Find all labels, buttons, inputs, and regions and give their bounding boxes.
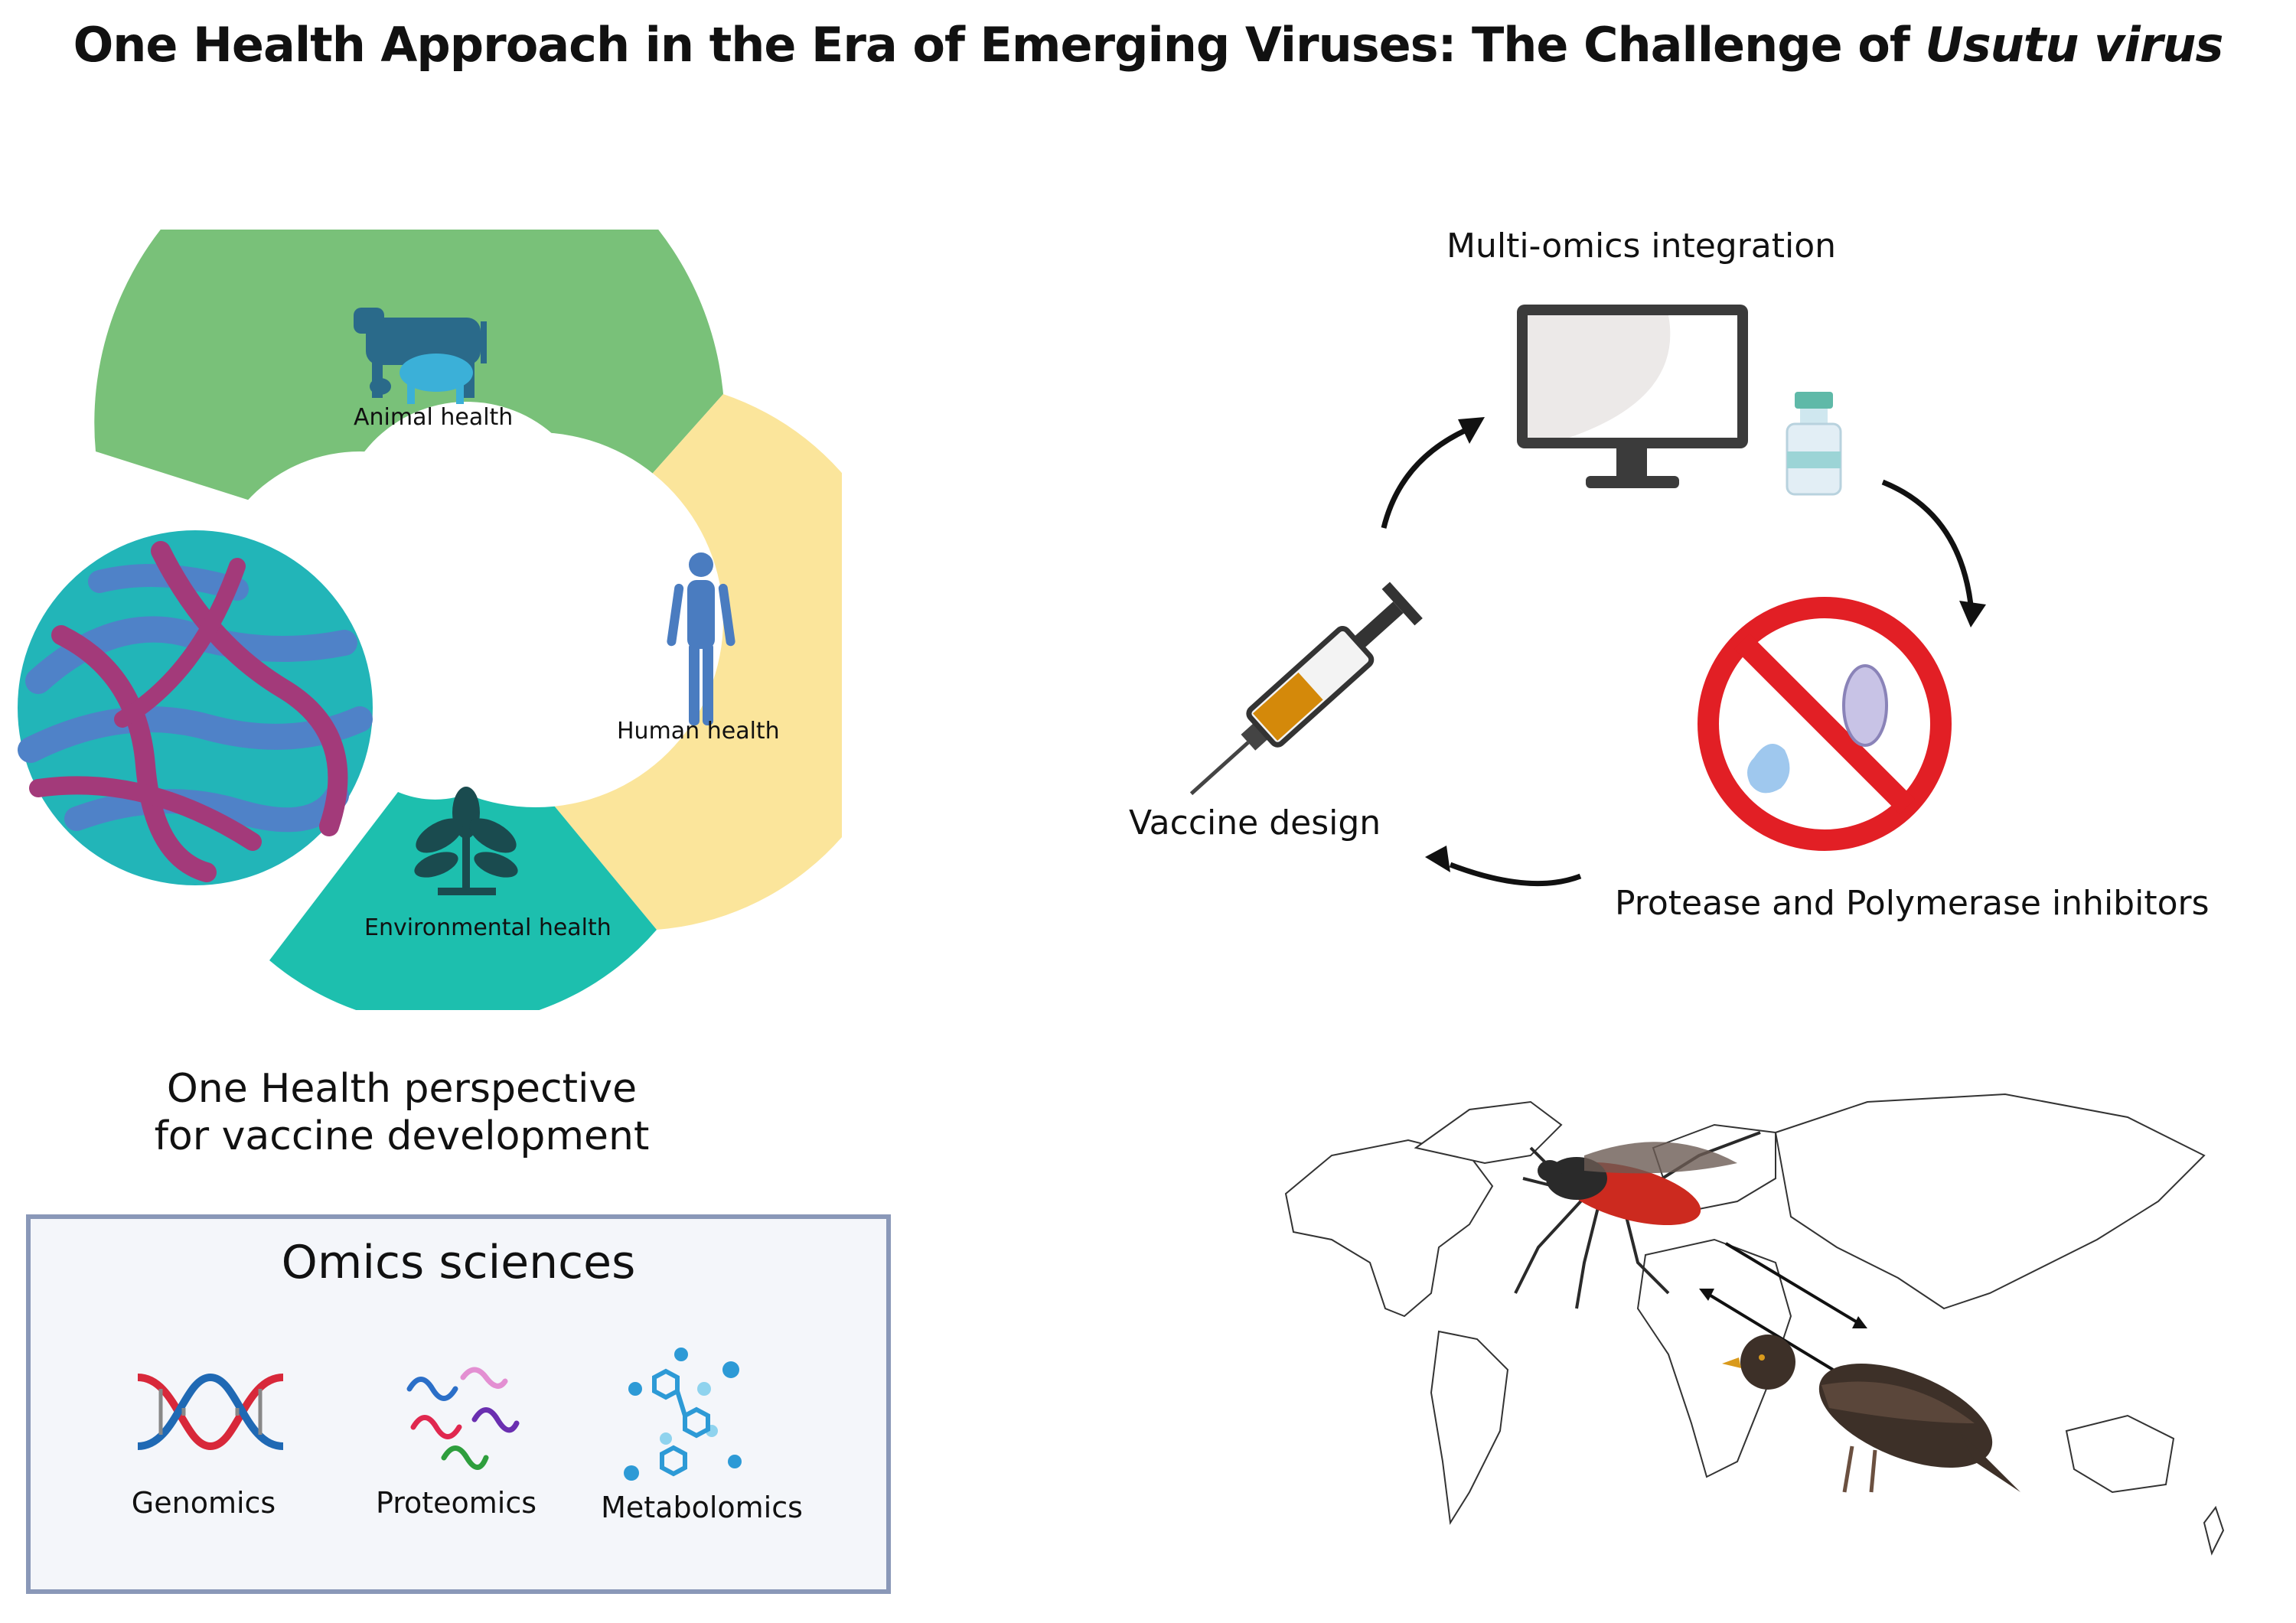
blackbird-icon [1722, 1335, 2020, 1493]
metabolite-icon [624, 1348, 742, 1481]
animal-health-label: Animal health [354, 404, 514, 431]
computer-monitor-icon [1517, 305, 1748, 488]
cycle-arrows [1381, 425, 1974, 887]
perspective-line-2: for vaccine development [154, 1113, 650, 1159]
proteomics-label: Proteomics [375, 1486, 537, 1520]
migration-arrows [1705, 1242, 1861, 1371]
world-map [1284, 1093, 2225, 1556]
omics-sciences-title: Omics sciences [281, 1236, 636, 1289]
multi-omics-label: Multi-omics integration [1446, 227, 1837, 266]
mosquito-icon [1514, 1131, 1761, 1309]
human-icon [667, 552, 735, 725]
title-text: One Health Approach in the Era of Emergi… [73, 17, 1926, 73]
virus-particle-icon [18, 530, 373, 885]
greenland-outline [1414, 1100, 1563, 1165]
genomics-label: Genomics [131, 1486, 276, 1520]
environmental-health-label: Environmental health [364, 914, 612, 941]
one-health-perspective-text: One Health perspective for vaccine devel… [138, 1065, 666, 1160]
metabolomics-label: Metabolomics [601, 1491, 803, 1524]
page-title: One Health Approach in the Era of Emergi… [0, 17, 2296, 73]
vial-icon [1786, 392, 1842, 496]
cycle-diagram [1189, 305, 1986, 887]
africa-outline [1636, 1238, 1792, 1478]
inhibitors-label: Protease and Polymerase inhibitors [1615, 884, 2210, 923]
dna-icon [138, 1373, 283, 1451]
perspective-line-1: One Health perspective [166, 1066, 638, 1112]
one-health-ring [94, 230, 842, 1010]
plant-icon [414, 787, 518, 895]
vaccine-design-label: Vaccine design [1129, 803, 1381, 842]
title-italic-text: Usutu virus [1925, 17, 2223, 73]
syringe-icon [1189, 582, 1423, 796]
new-zealand-outline [2203, 1505, 2225, 1556]
north-america-outline [1284, 1139, 1494, 1318]
human-health-label: Human health [617, 718, 780, 745]
south-america-outline [1430, 1330, 1509, 1525]
prohibition-sign-icon [1698, 597, 1952, 851]
australia-outline [2065, 1414, 2175, 1494]
asia-outline [1774, 1093, 2206, 1310]
protein-icon [406, 1367, 520, 1470]
